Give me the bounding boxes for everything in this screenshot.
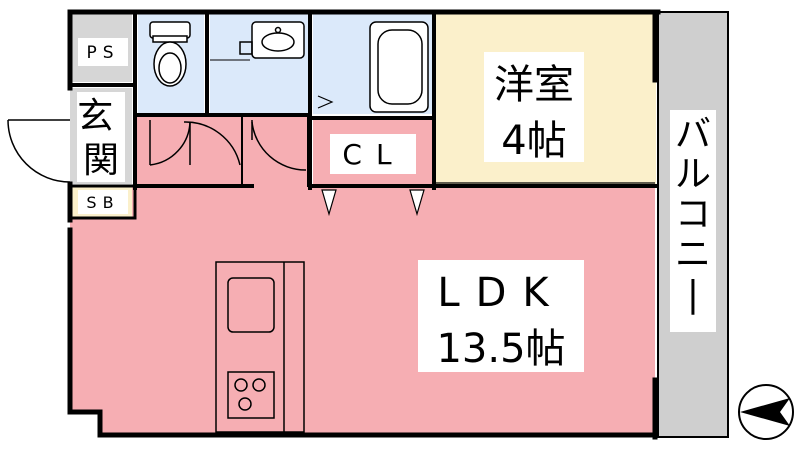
ps-label: PS	[86, 43, 119, 63]
western-room-size: 4帖	[501, 118, 566, 164]
closet-door-icon	[321, 189, 425, 217]
cl-label-box: CL	[330, 134, 416, 174]
washroom-door-icon	[251, 120, 307, 171]
western-room-label-box: 洋室 4帖	[484, 52, 584, 164]
balcony-label-box: バルコニ|	[670, 110, 716, 332]
entrance-label-box: 玄 関	[77, 92, 125, 182]
entrance-label: 玄 関	[77, 96, 124, 181]
toilet-icon	[149, 21, 191, 87]
ps-label-box: PS	[78, 38, 128, 66]
sb-label-box: SB	[78, 190, 128, 214]
ldk-name: LDK	[437, 270, 564, 316]
entrance-door-icon	[7, 119, 71, 183]
ldk-label-box: LDK 13.5帖	[418, 260, 584, 372]
western-room-name: 洋室	[494, 62, 574, 108]
sb-label: SB	[86, 193, 119, 212]
hall-door-icon	[149, 120, 241, 166]
hallway-area	[136, 115, 308, 188]
balcony-label: バルコニ|	[675, 114, 711, 315]
bathtub-icon	[369, 21, 429, 113]
cl-label: CL	[342, 138, 405, 171]
sink-icon	[227, 277, 275, 333]
north-arrow-icon	[738, 384, 794, 440]
ldk-size: 13.5帖	[436, 326, 565, 372]
kitchen-counter	[215, 261, 305, 433]
stove-icon	[227, 371, 275, 419]
walls	[67, 9, 661, 440]
washbasin-icon	[239, 21, 305, 59]
bath-door-icon	[317, 95, 334, 109]
